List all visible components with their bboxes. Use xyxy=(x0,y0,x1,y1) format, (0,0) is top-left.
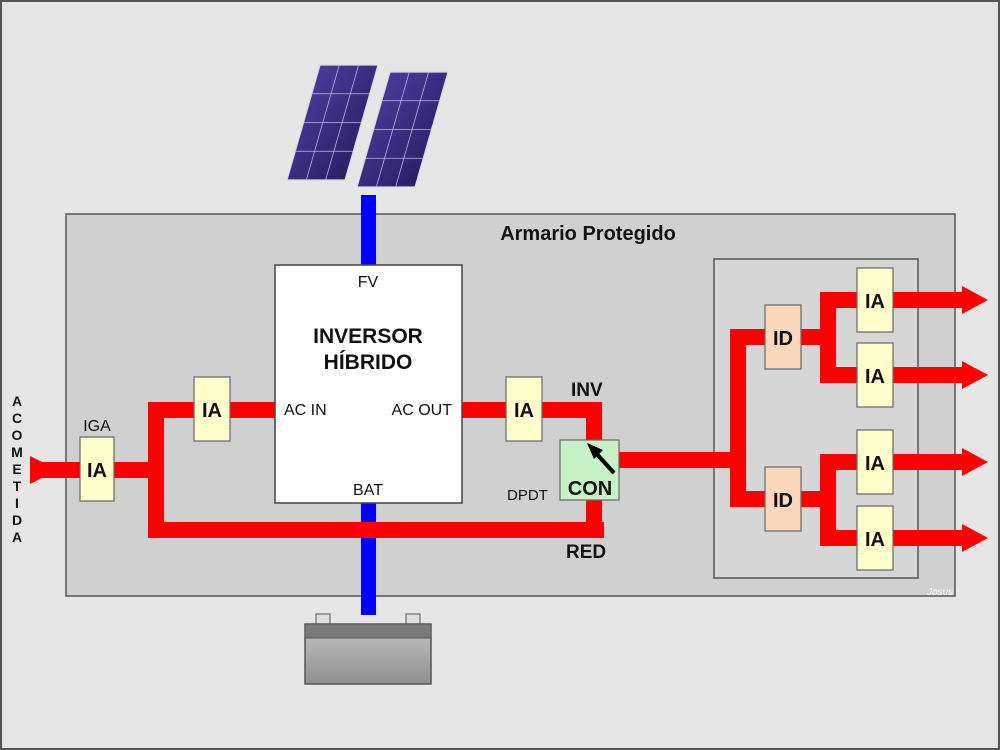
ia-breaker-circuit-4 xyxy=(856,505,894,571)
line-id-bottom-branch xyxy=(820,454,836,546)
incoming-line xyxy=(40,462,82,478)
ia-breaker-ac-in xyxy=(193,376,231,442)
inverter-ac-in-label: AC IN xyxy=(284,402,327,419)
ac-wiring xyxy=(30,286,988,552)
line-to-ia-3 xyxy=(820,454,858,470)
id-breaker-top-label: ID xyxy=(773,328,793,350)
output-arrow-2 xyxy=(962,361,988,389)
iga-breaker xyxy=(79,436,115,502)
inverter-title-line2: HÍBRIDO xyxy=(324,351,413,374)
incoming-letter: C xyxy=(12,410,22,426)
ia-breaker-circuit-3 xyxy=(856,429,894,495)
dpdt-label: DPDT xyxy=(507,487,548,504)
hybrid-inverter xyxy=(274,264,463,504)
line-to-ia-in xyxy=(148,402,196,418)
line-to-ac-in xyxy=(228,402,276,418)
switch-label: CON xyxy=(568,478,612,500)
dc-line-pv xyxy=(361,195,376,267)
line-inv-down xyxy=(586,402,602,442)
incoming-letter: D xyxy=(12,512,22,528)
inverter-bat-label: BAT xyxy=(353,482,383,499)
line-to-id-bottom xyxy=(730,491,766,507)
inverter-ac-out-label: AC OUT xyxy=(392,402,453,419)
ia-breaker-circuit-1 xyxy=(856,267,894,333)
iga-label: IGA xyxy=(83,418,111,435)
incoming-letter: A xyxy=(12,529,22,545)
incoming-letter: A xyxy=(12,393,22,409)
ia-breaker-ac-in-label: IA xyxy=(202,400,222,422)
output-arrow-1 xyxy=(962,286,988,314)
ia-breaker-circuit-2-label: IA xyxy=(865,366,885,388)
output-arrow-4 xyxy=(962,524,988,552)
ia-breaker-ac-out xyxy=(505,376,543,442)
line-switch-out xyxy=(618,452,730,468)
incoming-letter: I xyxy=(15,495,19,511)
line-ac-out xyxy=(462,402,508,418)
cabinet-title: Armario Protegido xyxy=(500,223,676,245)
line-to-ia-4 xyxy=(820,530,858,546)
line-to-ia-1 xyxy=(820,292,858,308)
incoming-letter: M xyxy=(11,444,23,460)
signature: Josus xyxy=(926,587,953,598)
output-line-3 xyxy=(893,454,963,470)
output-arrow-3 xyxy=(962,448,988,476)
incoming-label: A C O M E T I D A xyxy=(11,393,23,545)
id-breaker-top xyxy=(764,304,802,370)
battery-icon xyxy=(304,613,432,685)
red-label: RED xyxy=(566,542,606,563)
ia-breaker-circuit-3-label: IA xyxy=(865,453,885,475)
line-distribution-bus xyxy=(730,329,746,507)
incoming-letter: O xyxy=(12,427,23,443)
inv-label: INV xyxy=(571,380,603,401)
dc-line-battery xyxy=(361,503,376,615)
line-id-top-branch xyxy=(820,292,836,382)
line-red-up xyxy=(586,498,602,538)
ia-breaker-circuit-4-label: IA xyxy=(865,529,885,551)
output-line-2 xyxy=(893,367,963,383)
incoming-letter: T xyxy=(13,478,22,494)
output-line-1 xyxy=(893,292,963,308)
ia-breaker-circuit-1-label: IA xyxy=(865,291,885,313)
line-red-grid xyxy=(148,522,604,538)
line-to-id-top xyxy=(730,329,766,345)
switch-arrow-icon xyxy=(587,443,616,475)
solar-panel-icon xyxy=(286,64,449,188)
line-to-ia-2 xyxy=(820,367,858,383)
output-line-4 xyxy=(893,530,963,546)
ia-breaker-ac-out-label: IA xyxy=(514,400,534,422)
incoming-letter: E xyxy=(12,461,21,477)
inverter-title-line1: INVERSOR xyxy=(313,325,423,348)
id-breaker-bottom-label: ID xyxy=(773,490,793,512)
inverter-fv-label: FV xyxy=(358,274,379,291)
line-vertical-left xyxy=(148,402,164,538)
iga-breaker-label: IA xyxy=(87,460,107,482)
ia-breaker-circuit-2 xyxy=(856,342,894,408)
id-breaker-bottom xyxy=(764,466,802,532)
